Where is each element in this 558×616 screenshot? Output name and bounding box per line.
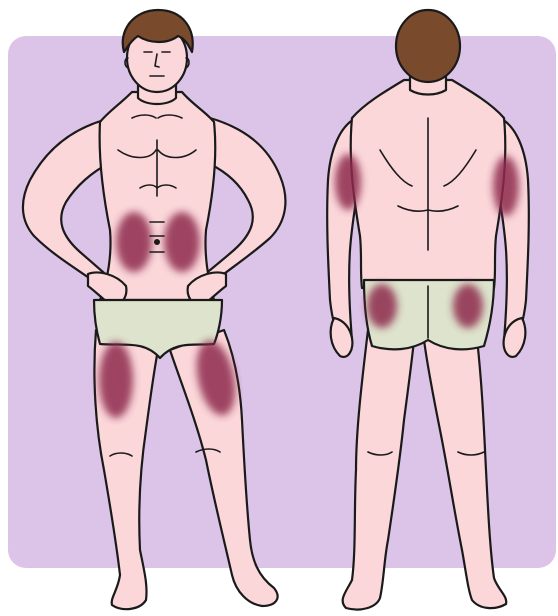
back-buttock-left-zone [367, 284, 397, 328]
back-upper-arm-left-zone [335, 154, 361, 210]
back-head [396, 10, 460, 82]
front-abdomen-right-zone [164, 212, 200, 272]
back-buttock-right-zone [453, 284, 483, 328]
back-upper-arm-right-zone [493, 156, 519, 216]
front-abdomen-left-zone [116, 212, 152, 272]
front-thigh-left-zone [99, 342, 133, 418]
